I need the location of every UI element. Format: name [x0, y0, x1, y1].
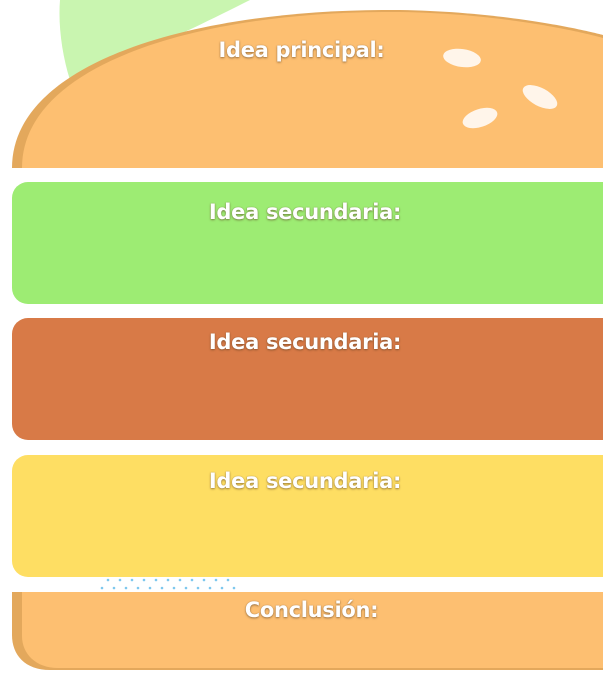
top-bun-label: Idea principal: [218, 38, 385, 62]
layer-brown-label: Idea secundaria: [208, 330, 402, 354]
top-bun [12, 9, 603, 168]
layer-yellow: Idea secundaria: [12, 455, 603, 577]
dots-decoration [100, 578, 236, 590]
sesame-seed [443, 48, 481, 68]
bottom-bun-label: Conclusión: [244, 598, 379, 622]
bottom-bun [12, 592, 603, 670]
layer-green-label: Idea secundaria: [208, 200, 402, 224]
bottom-bun-body [22, 592, 603, 668]
top-bun-body [22, 11, 603, 168]
layer-brown: Idea secundaria: [12, 318, 603, 440]
sesame-seed [522, 85, 558, 109]
layer-green: Idea secundaria: [12, 182, 603, 304]
sesame-seed [462, 107, 498, 129]
layer-yellow-label: Idea secundaria: [208, 469, 402, 493]
